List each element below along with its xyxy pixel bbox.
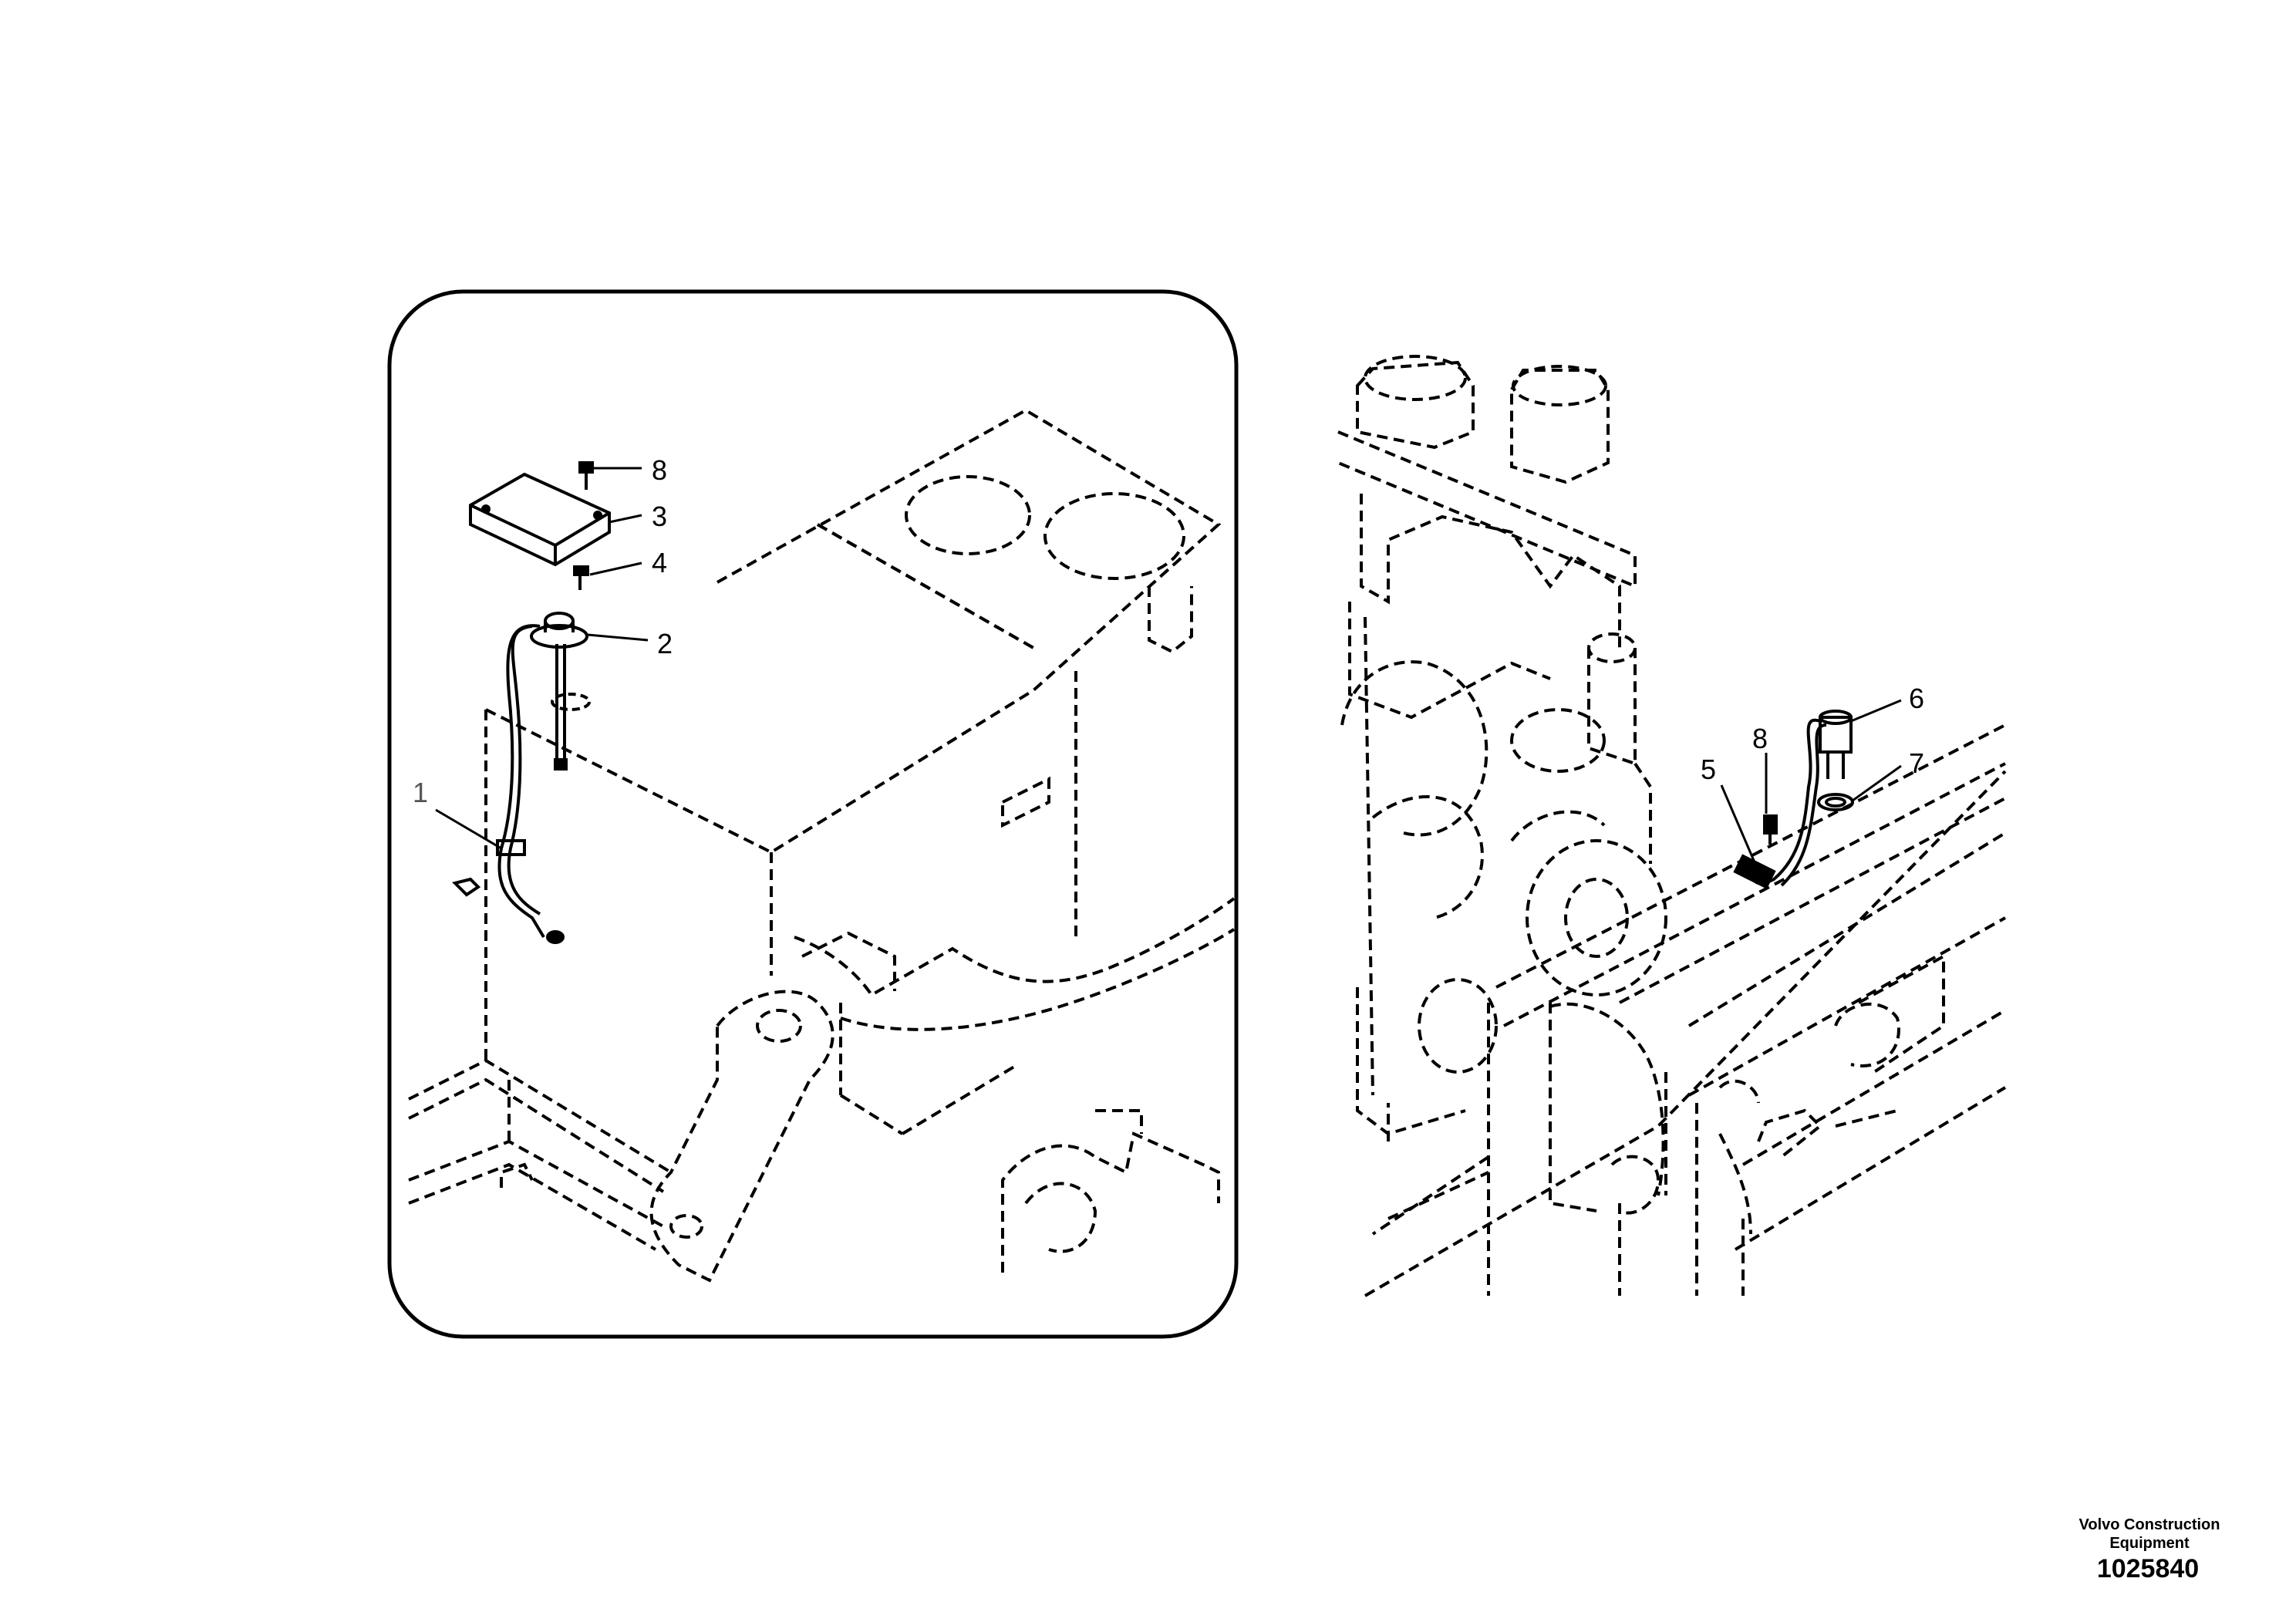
sensor-cable xyxy=(497,624,545,939)
pressure-sensor xyxy=(1819,716,1853,754)
left-leader-lines xyxy=(435,467,649,850)
document-number: 1025840 xyxy=(2096,1554,2200,1583)
company-name-line-1: Volvo Construction xyxy=(2079,1516,2220,1533)
callout-1: 1 xyxy=(413,777,428,808)
bolt-side xyxy=(573,565,589,576)
bolt-right xyxy=(1763,814,1778,835)
seal-washer xyxy=(1817,793,1854,811)
callout-8-left: 8 xyxy=(652,454,667,486)
callout-7: 7 xyxy=(1909,747,1924,779)
company-name-line-2: Equipment xyxy=(2109,1535,2190,1552)
callout-8-right: 8 xyxy=(1752,723,1768,754)
right-solid-parts xyxy=(1733,710,1854,889)
callout-5: 5 xyxy=(1701,754,1716,785)
callout-2: 2 xyxy=(657,628,673,659)
callouts: 8 3 4 2 1 6 8 5 7 xyxy=(413,454,1924,808)
cover-box xyxy=(469,472,611,567)
hydraulic-tank-outline xyxy=(408,408,1236,1283)
callout-4: 4 xyxy=(652,547,667,578)
bolt-top xyxy=(578,461,594,474)
callout-6: 6 xyxy=(1909,683,1924,714)
engine-assembly-outline xyxy=(1337,355,2007,1297)
right-leader-lines xyxy=(1720,699,1902,863)
connector xyxy=(1733,854,1776,889)
left-solid-parts xyxy=(452,461,611,944)
callout-3: 3 xyxy=(652,501,667,532)
detail-view-frame xyxy=(387,289,1239,1339)
company-name: Volvo Construction Equipment xyxy=(2065,1516,2234,1553)
